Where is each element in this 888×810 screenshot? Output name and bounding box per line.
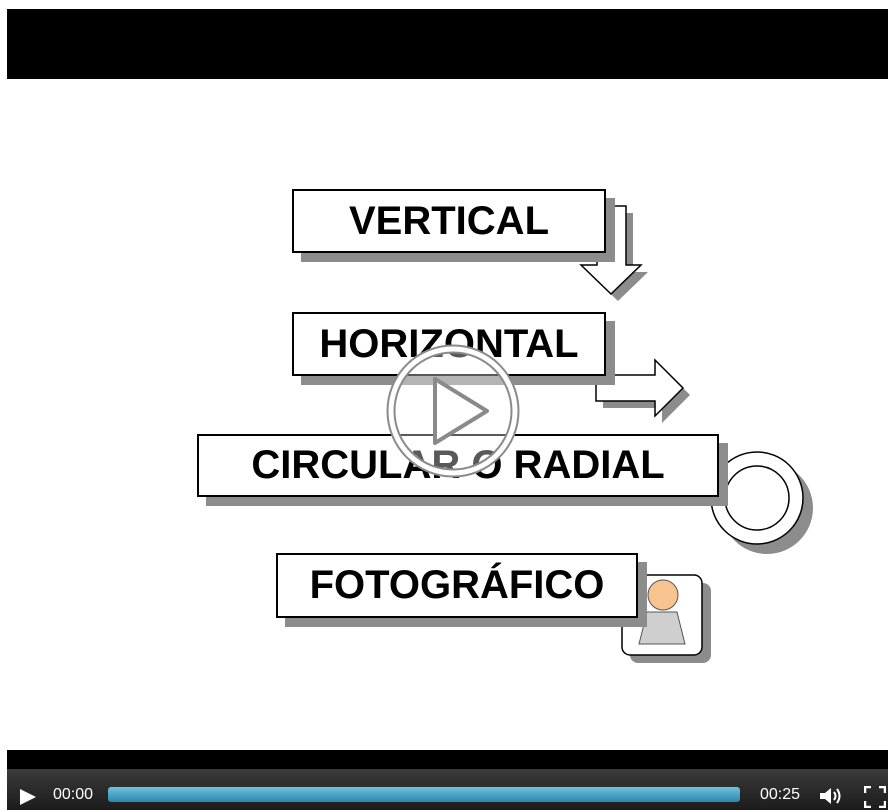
label-circular: CIRCULAR O RADIAL xyxy=(197,434,719,497)
fullscreen-icon[interactable] xyxy=(864,786,886,808)
right-arrow-icon xyxy=(595,358,690,423)
current-time: 00:00 xyxy=(53,786,94,803)
progress-bar[interactable] xyxy=(108,787,740,802)
big-play-overlay-icon[interactable] xyxy=(386,344,520,478)
label-horizontal-text: HORIZONTAL xyxy=(319,321,579,366)
video-player[interactable]: VERTICAL HORIZONTAL CIRCULAR O RADIAL FO… xyxy=(7,9,888,810)
label-vertical-text: VERTICAL xyxy=(349,198,549,243)
label-circular-text: CIRCULAR O RADIAL xyxy=(251,443,665,487)
letterbox-top xyxy=(7,9,888,79)
label-fotografico-text: FOTOGRÁFICO xyxy=(309,563,605,607)
circle-icon xyxy=(710,451,813,554)
label-fotografico: FOTOGRÁFICO xyxy=(276,553,638,618)
video-frame[interactable]: VERTICAL HORIZONTAL CIRCULAR O RADIAL FO… xyxy=(7,79,888,750)
portrait-photo-icon xyxy=(621,574,711,663)
big-play-overlay xyxy=(386,344,520,478)
down-arrow-icon xyxy=(579,205,648,301)
label-vertical: VERTICAL xyxy=(292,189,606,253)
label-horizontal: HORIZONTAL xyxy=(292,312,606,376)
volume-icon[interactable] xyxy=(819,786,845,806)
play-icon[interactable] xyxy=(18,788,38,806)
duration: 00:25 xyxy=(760,786,801,803)
slide-graphics xyxy=(579,205,813,663)
